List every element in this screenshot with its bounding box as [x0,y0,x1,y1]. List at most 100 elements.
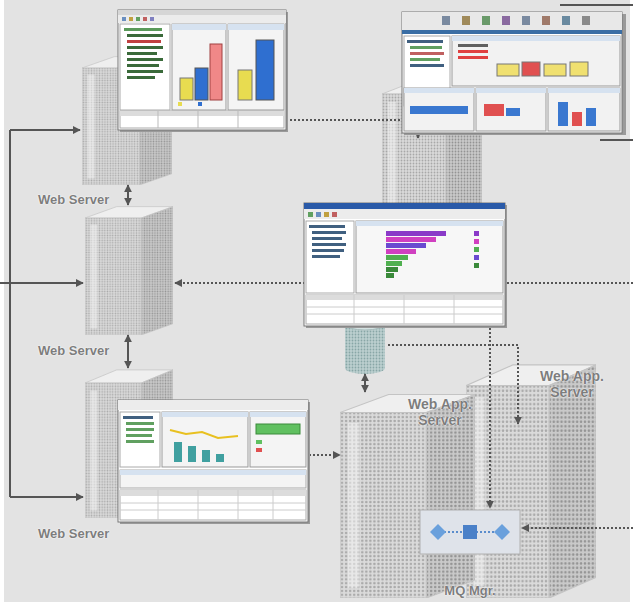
screenshot-window [120,510,306,511]
screenshot-window [582,16,590,25]
mq-manager-box [430,524,446,540]
screenshot-window [454,295,455,324]
screenshot-window [474,239,479,244]
screenshot-window [386,231,446,236]
screenshot-window [198,111,199,128]
mq-manager-box [420,510,520,554]
layout-lines [600,139,633,141]
screenshot-window [497,64,519,76]
layout-lines [522,527,633,529]
screenshot-window [136,17,140,21]
screenshot-window [188,446,196,462]
screenshot-window [410,64,444,67]
screenshot-window [324,212,329,217]
screenshot-window [162,412,248,467]
screenshot-window [120,111,284,128]
screenshot-window [452,36,620,41]
screenshot-window [306,221,354,293]
screenshot-window [120,470,306,488]
screenshot-window [198,490,199,520]
screenshot-window [228,24,284,30]
screenshot-window [180,78,193,100]
layout-lines [560,4,633,6]
screenshot-window [586,108,596,126]
screenshot-window [316,212,321,217]
screenshot-window [238,111,239,128]
screenshot-window [474,263,479,268]
screenshot-window [410,46,442,49]
screenshot-window [386,261,402,266]
screenshot-window [127,40,161,43]
screenshot-window [572,112,582,126]
screenshot-window [312,231,346,234]
screenshot-window [544,64,566,76]
screenshot-window [127,34,163,37]
screenshot-window [386,273,394,278]
screenshot-window [474,247,479,252]
database-cylinder [345,324,385,368]
screenshot-window [127,58,163,61]
screenshot-window [304,203,507,328]
screenshot-window [410,106,468,114]
screenshot-window [273,490,274,520]
layout-lines [0,5,633,528]
screenshot-window [410,52,444,55]
screenshot-window [250,412,306,467]
screenshot-window [143,17,147,21]
screenshot-window [304,203,505,326]
node-label: Web Server [38,343,128,358]
layout-lines [489,328,491,508]
screenshot-window [158,490,159,520]
node-label: Web Server [38,526,128,541]
app-server: Web App. Server [466,362,596,598]
layout-lines [0,282,83,284]
screenshot-window [238,70,252,100]
screenshot-window [126,434,152,437]
layout-lines [270,120,418,138]
screenshot-window [118,15,286,23]
screenshot-window [126,422,154,425]
screenshot-window [118,400,308,522]
screenshot-window [548,88,620,93]
connector-arrow [127,335,129,368]
screenshot-window [122,17,126,21]
screenshot-window [312,249,344,252]
screenshot-window [474,231,479,236]
screenshot-window [150,17,154,21]
screenshot-window [120,412,160,467]
server-towers [82,57,596,598]
screenshot-window [172,24,226,30]
screenshot-window [210,44,222,100]
screenshot-window [458,50,488,53]
screenshot-window [250,412,306,417]
screenshot-window [304,209,505,219]
screenshot-window [386,255,408,260]
screenshot-window [120,402,310,524]
screenshot-window [356,221,503,226]
screenshot-window [256,424,300,434]
screenshot-window [462,16,470,25]
node-label: Web Server [38,192,128,207]
screenshot-window [402,12,622,133]
mq-manager-box [420,510,520,554]
layout-lines [10,129,80,131]
screenshot-window [306,205,507,328]
screenshot-window [228,24,284,110]
screenshot-window [458,56,488,59]
mq-manager: MQ Mgr. [420,510,520,554]
screenshot-window [548,88,620,131]
screenshot-window [386,237,436,242]
screenshot-window [502,16,510,25]
screenshot-window [120,24,170,110]
screenshot-window [386,267,398,272]
layout-lines [10,496,83,498]
screenshot-window [484,104,504,116]
screenshot-window [162,412,248,417]
screenshot-window [558,102,568,126]
screenshot-window [256,440,262,444]
screenshot-window [308,212,313,217]
screenshot-window [120,470,306,475]
screenshot-window [402,12,626,135]
screenshot-window [126,428,154,431]
